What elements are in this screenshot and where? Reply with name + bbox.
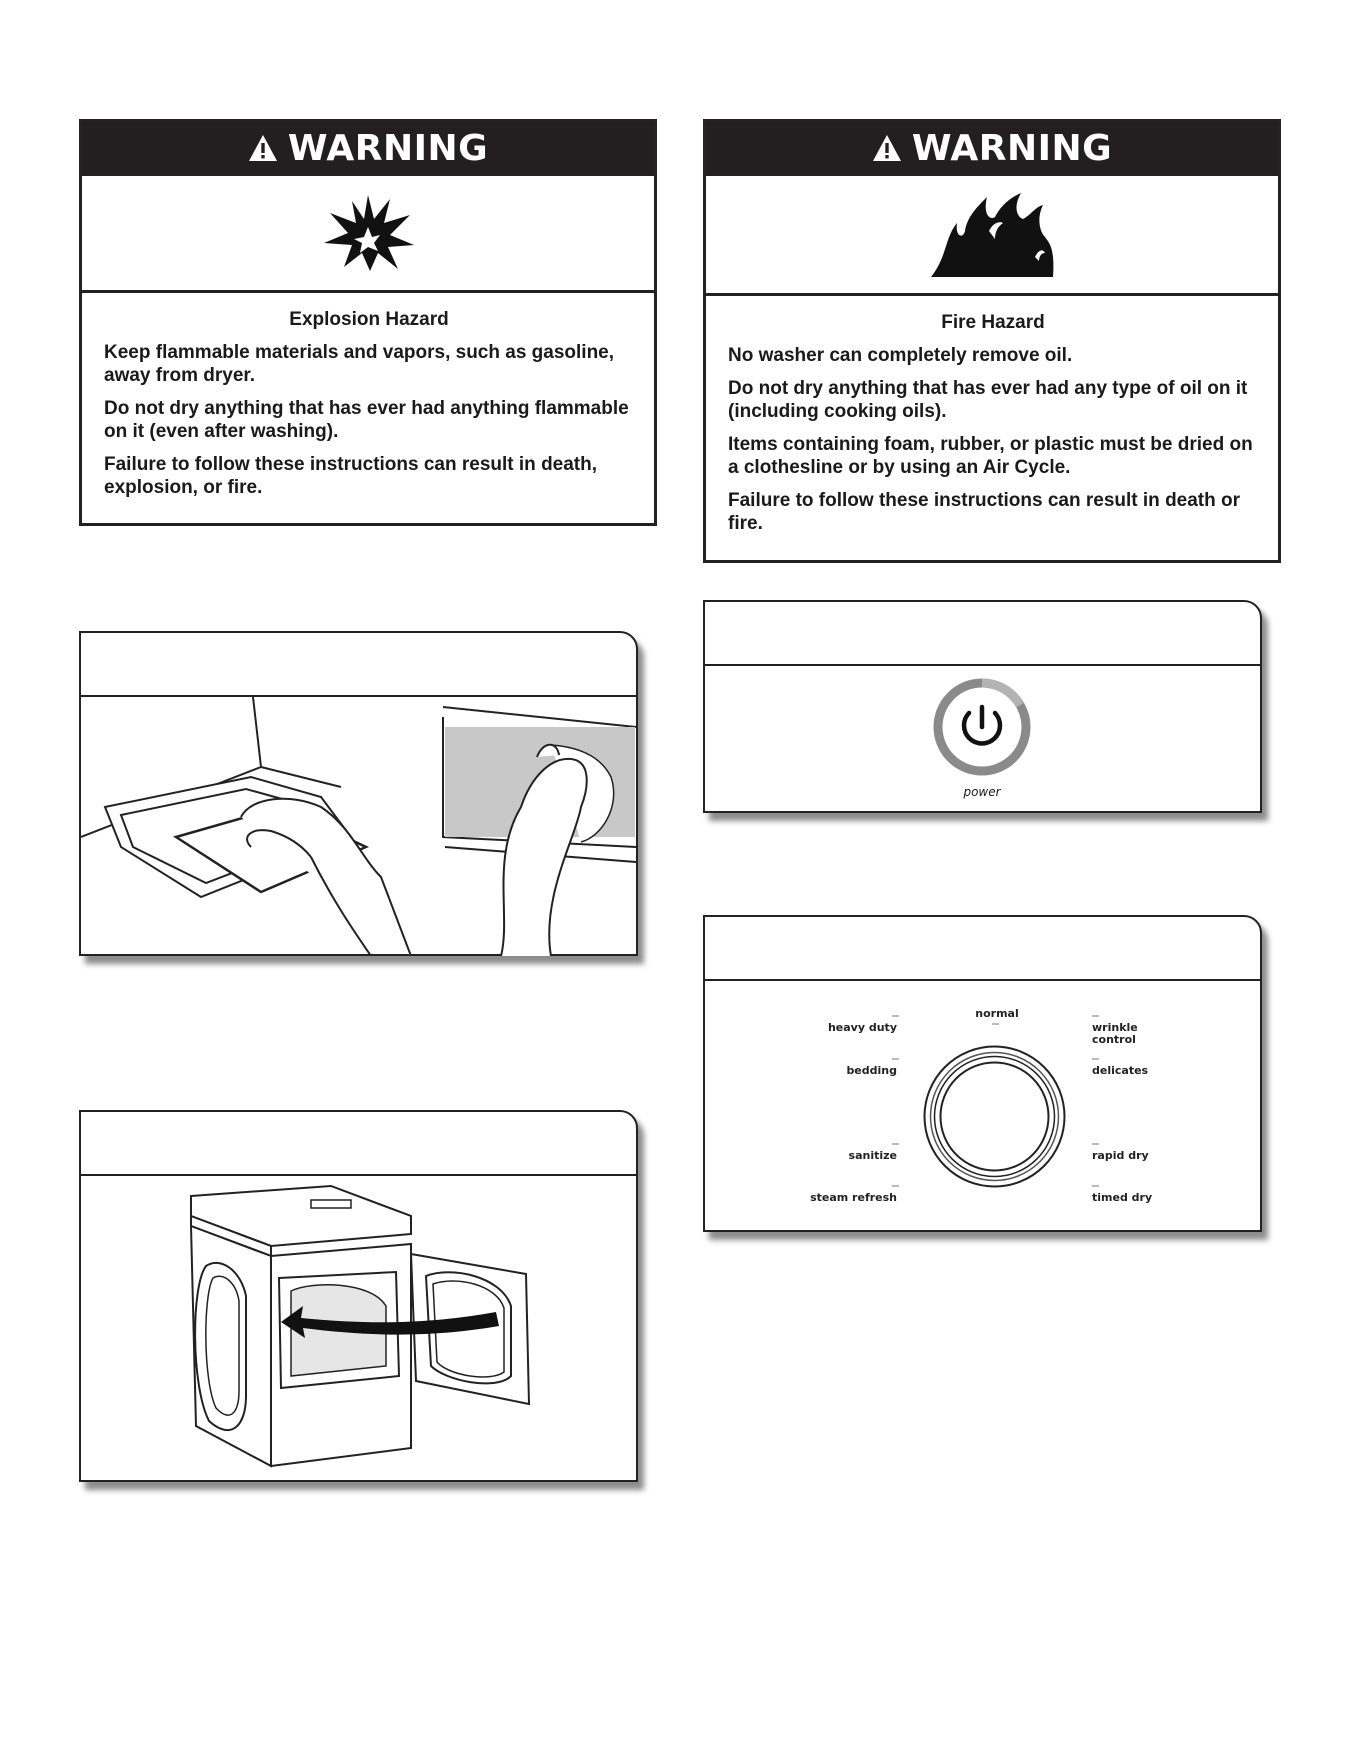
warning-text: Failure to follow these instructions can…: [728, 490, 1241, 534]
dial-tick: [892, 1058, 899, 1060]
dial-label-normal[interactable]: normal: [975, 1007, 1019, 1020]
warning-triangle-icon: [872, 134, 902, 162]
panel-header: [705, 917, 1260, 981]
warning-header-label: WARNING: [911, 127, 1113, 169]
explosion-icon: [82, 173, 654, 293]
hazard-title: Fire Hazard: [941, 312, 1045, 333]
warning-body: Fire Hazard No washer can completely rem…: [706, 296, 1278, 535]
warning-body: Explosion Hazard Keep flammable material…: [82, 293, 654, 499]
dial-label-steam-refresh[interactable]: steam refresh: [810, 1191, 897, 1204]
warning-text: Keep flammable materials and vapors, suc…: [104, 342, 615, 386]
panel-header: [81, 1112, 636, 1176]
warning-text: Failure to follow these instructions can…: [104, 454, 598, 498]
dial-tick: [892, 1143, 899, 1145]
warning-header-label: WARNING: [287, 127, 489, 169]
dial-label-heavy-duty[interactable]: heavy duty: [827, 1021, 897, 1034]
dial-tick: [1092, 1015, 1099, 1017]
warning-text: Do not dry anything that has ever had an…: [104, 398, 629, 442]
panel-header: [81, 633, 636, 697]
dial-tick: [892, 1015, 899, 1017]
dial-label-rapid-dry[interactable]: rapid dry: [1092, 1149, 1149, 1162]
warning-text: Items containing foam, rubber, or plasti…: [728, 434, 1253, 478]
dial-label-bedding[interactable]: bedding: [846, 1064, 897, 1077]
panel-header: [705, 602, 1260, 666]
power-button[interactable]: [932, 677, 1032, 777]
power-icon: [933, 678, 1031, 776]
dial-label-timed-dry[interactable]: timed dry: [1092, 1191, 1153, 1204]
power-panel: power: [703, 600, 1262, 813]
lint-filter-illustration: [80, 696, 637, 957]
dial-label-sanitize[interactable]: sanitize: [848, 1149, 897, 1162]
warning-header: WARNING: [82, 122, 654, 174]
cycle-dial-body: normal heavy duty bedding sanitize steam…: [705, 981, 1260, 1232]
cycle-dial-knob[interactable]: [922, 1044, 1067, 1189]
dial-tick: [892, 1185, 899, 1187]
cycle-dial-panel: normal heavy duty bedding sanitize steam…: [703, 915, 1262, 1232]
dial-tick: [1092, 1143, 1099, 1145]
explosion-warning-box: WARNING Explosion Hazard Keep flammable …: [79, 119, 657, 526]
dial-tick: [1092, 1185, 1099, 1187]
power-label: power: [963, 785, 1001, 799]
fire-icon: [706, 173, 1278, 296]
warning-text: Do not dry anything that has ever had an…: [728, 378, 1248, 422]
lint-filter-panel: [79, 631, 638, 957]
dial-tick: [1092, 1058, 1099, 1060]
fire-warning-box: WARNING Fire Hazard No washer can comple…: [703, 119, 1281, 563]
warning-header: WARNING: [706, 122, 1278, 174]
dryer-door-illustration: [81, 1176, 636, 1482]
power-panel-body: power: [705, 666, 1260, 813]
dial-label-delicates[interactable]: delicates: [1092, 1064, 1149, 1077]
hazard-title: Explosion Hazard: [289, 309, 449, 330]
dial-tick: [992, 1023, 999, 1025]
warning-triangle-icon: [248, 134, 278, 162]
dial-label-wrinkle-control[interactable]: wrinkle control: [1092, 1021, 1138, 1046]
dryer-door-panel: [79, 1110, 638, 1482]
warning-text: No washer can completely remove oil.: [728, 345, 1073, 366]
dial-icon: [923, 1045, 1066, 1188]
